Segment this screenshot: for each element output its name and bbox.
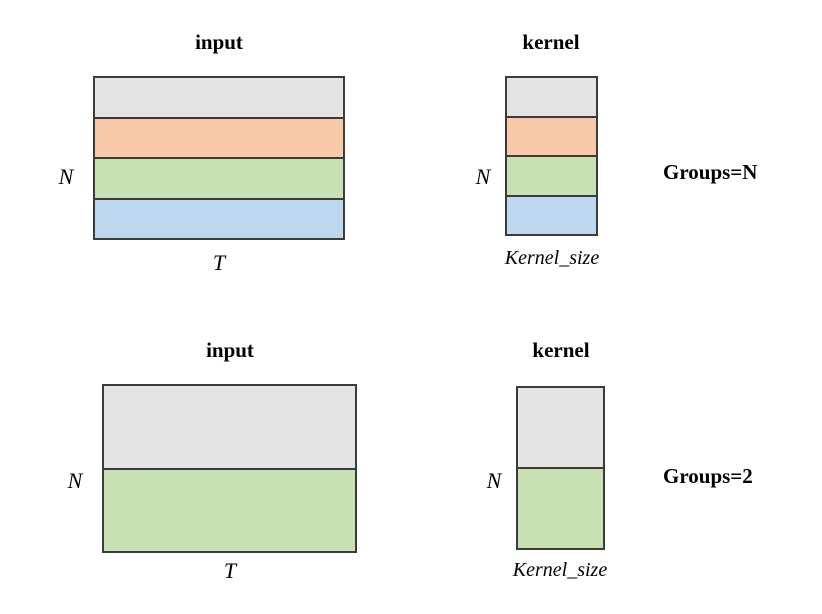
row1-input-title: input bbox=[195, 30, 243, 54]
row1-kernel-band-blue bbox=[507, 196, 596, 234]
row2-input-height-label: N bbox=[67, 468, 83, 493]
row1-input-band-blue bbox=[95, 199, 343, 238]
row1-input-height-label: N bbox=[58, 164, 74, 189]
row2-kernel-block bbox=[516, 386, 605, 550]
row2-kernel-width-label: Kernel_size bbox=[512, 559, 608, 581]
row1-kernel-height-label: N bbox=[475, 164, 491, 189]
row1-kernel-width-label: Kernel_size bbox=[504, 247, 600, 269]
row1-kernel-band-green bbox=[507, 157, 596, 197]
row1-input-block bbox=[93, 76, 345, 240]
row1-kernel-title: kernel bbox=[522, 30, 580, 54]
row2-input-title: input bbox=[206, 338, 254, 362]
row2-input-band-green bbox=[104, 469, 355, 551]
row1-input-band-gray bbox=[95, 78, 343, 119]
row1-kernel-band-orange bbox=[507, 117, 596, 157]
row1-input-band-green bbox=[95, 159, 343, 200]
row2-kernel-height-label: N bbox=[486, 468, 502, 493]
row2-input-band-gray bbox=[104, 386, 355, 470]
row2-kernel-title: kernel bbox=[532, 338, 590, 362]
row2-kernel-band-gray bbox=[518, 388, 603, 469]
row2-kernel-band-green bbox=[518, 469, 603, 548]
row1-group-label: Groups=N bbox=[663, 160, 758, 184]
row2-input-width-label: T bbox=[223, 558, 237, 583]
row1-kernel-band-gray bbox=[507, 78, 596, 118]
row1-kernel-block bbox=[505, 76, 598, 236]
row1-input-band-orange bbox=[95, 118, 343, 159]
row1-input-width-label: T bbox=[212, 250, 226, 275]
row2-group-label: Groups=2 bbox=[663, 464, 753, 488]
row2-input-block bbox=[102, 384, 357, 553]
